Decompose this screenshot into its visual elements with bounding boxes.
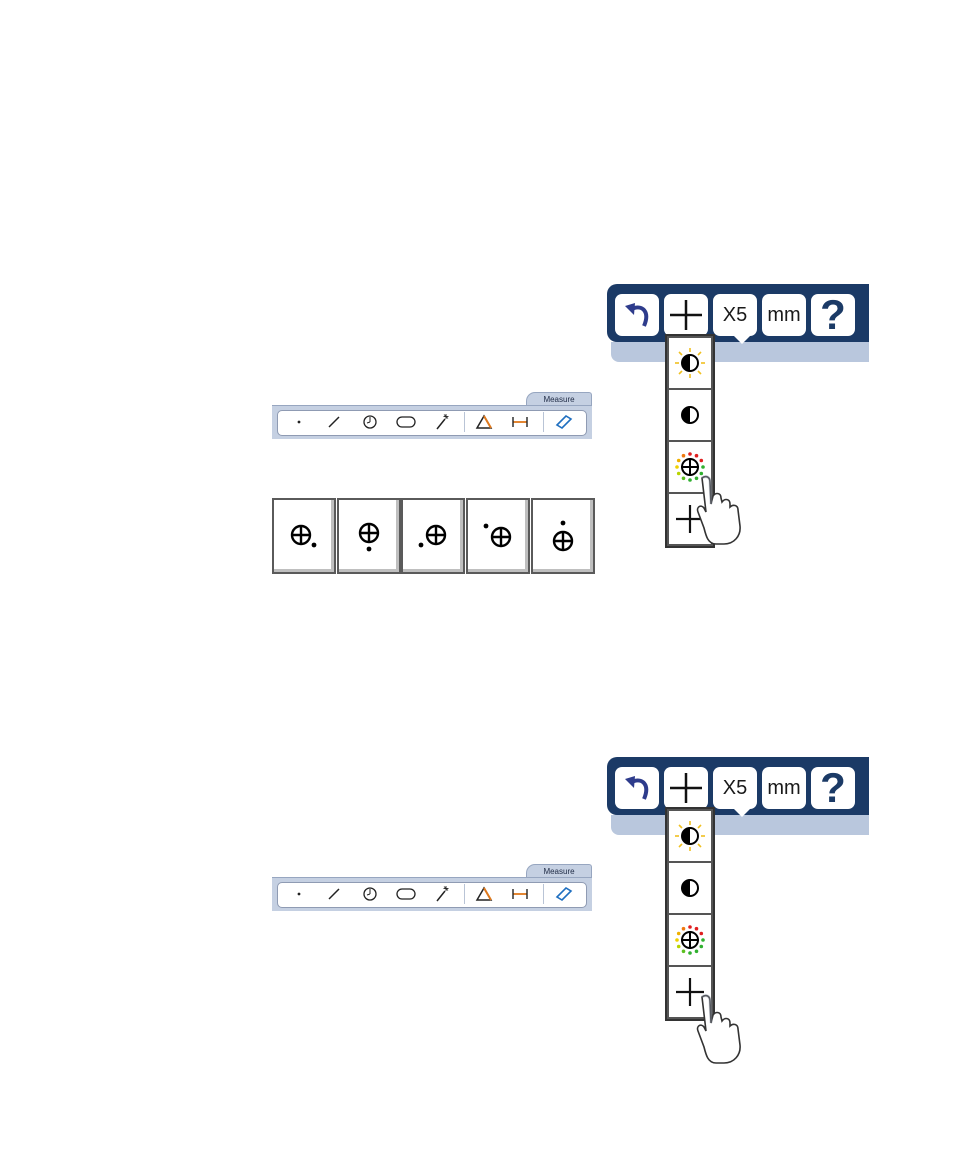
distance-tool-button[interactable] — [471, 883, 497, 905]
crosshair-menu-button[interactable] — [664, 294, 708, 336]
dropdown-item-auto-contrast[interactable] — [667, 336, 713, 390]
magic-wand-icon — [431, 885, 453, 903]
toolbar-separator — [543, 884, 544, 904]
undo-arrow-icon — [617, 769, 657, 807]
distance-tool-button[interactable] — [471, 411, 497, 433]
probe-icon — [553, 413, 575, 431]
width-tool-button[interactable] — [507, 411, 533, 433]
point-icon — [288, 885, 310, 903]
probe-tool-button[interactable] — [551, 883, 577, 905]
top-bar: X5 mm ? — [607, 757, 869, 835]
magnification-pointer — [734, 809, 750, 817]
crosshair-option-top-left[interactable] — [466, 498, 530, 574]
toolbar-separator — [543, 412, 544, 432]
toolbar-separator — [464, 884, 465, 904]
crosshair-dropdown — [665, 807, 715, 1021]
measure-toolbar: Measure — [272, 392, 592, 438]
contrast-icon — [673, 398, 707, 432]
crosshair-icon — [666, 296, 706, 334]
dropdown-item-edge-crosshair[interactable] — [667, 915, 713, 967]
probe-icon — [553, 885, 575, 903]
triangle-icon — [473, 413, 495, 431]
slot-tool-button[interactable] — [393, 883, 419, 905]
magnification-pointer — [734, 336, 750, 344]
top-bar: X5 mm ? — [607, 284, 869, 362]
line-tool-button[interactable] — [321, 883, 347, 905]
point-tool-button[interactable] — [286, 411, 312, 433]
circle-tool-button[interactable] — [357, 411, 383, 433]
crosshair-bottom-right-icon — [277, 506, 331, 566]
line-tool-button[interactable] — [321, 411, 347, 433]
help-button[interactable]: ? — [811, 767, 855, 809]
magnification-button[interactable]: X5 — [713, 767, 757, 809]
circle-icon — [359, 885, 381, 903]
dropdown-item-auto-contrast[interactable] — [667, 809, 713, 863]
auto-contrast-icon — [673, 819, 707, 853]
help-button[interactable]: ? — [811, 294, 855, 336]
undo-arrow-icon — [617, 296, 657, 334]
magnification-button[interactable]: X5 — [713, 294, 757, 336]
slot-tool-button[interactable] — [393, 411, 419, 433]
measure-toolbar: Measure — [272, 864, 592, 910]
slot-icon — [395, 413, 417, 431]
triangle-icon — [473, 885, 495, 903]
undo-button[interactable] — [615, 294, 659, 336]
magic-wand-icon — [431, 413, 453, 431]
magic-wand-tool-button[interactable] — [429, 883, 455, 905]
crosshair-bottom-left-icon — [406, 506, 460, 566]
measure-tab[interactable]: Measure — [526, 864, 592, 878]
crosshair-bottom-icon — [342, 506, 396, 566]
crosshair-top-left-icon — [471, 506, 525, 566]
contrast-icon — [673, 871, 707, 905]
edge-detect-crosshair-icon — [673, 923, 707, 957]
toolbar-separator — [464, 412, 465, 432]
circle-tool-button[interactable] — [357, 883, 383, 905]
crosshair-option-top[interactable] — [531, 498, 595, 574]
hand-pointer-icon — [694, 474, 758, 548]
top-bar-lower — [611, 815, 869, 835]
circle-icon — [359, 413, 381, 431]
probe-tool-button[interactable] — [551, 411, 577, 433]
slot-icon — [395, 885, 417, 903]
top-bar-lower — [611, 342, 869, 362]
undo-button[interactable] — [615, 767, 659, 809]
units-button[interactable]: mm — [762, 767, 806, 809]
crosshair-top-icon — [536, 506, 590, 566]
units-button[interactable]: mm — [762, 294, 806, 336]
measure-tab[interactable]: Measure — [526, 392, 592, 406]
width-icon — [509, 885, 531, 903]
dropdown-item-contrast[interactable] — [667, 863, 713, 915]
dropdown-item-contrast[interactable] — [667, 390, 713, 442]
auto-contrast-icon — [673, 346, 707, 380]
point-icon — [288, 413, 310, 431]
hand-pointer-icon — [694, 993, 758, 1067]
crosshair-option-bottom-right[interactable] — [272, 498, 336, 574]
point-tool-button[interactable] — [286, 883, 312, 905]
crosshair-menu-button[interactable] — [664, 767, 708, 809]
magic-wand-tool-button[interactable] — [429, 411, 455, 433]
crosshair-option-bottom-left[interactable] — [401, 498, 465, 574]
line-icon — [323, 413, 345, 431]
crosshair-option-bottom[interactable] — [337, 498, 401, 574]
width-tool-button[interactable] — [507, 883, 533, 905]
crosshair-icon — [666, 769, 706, 807]
width-icon — [509, 413, 531, 431]
line-icon — [323, 885, 345, 903]
